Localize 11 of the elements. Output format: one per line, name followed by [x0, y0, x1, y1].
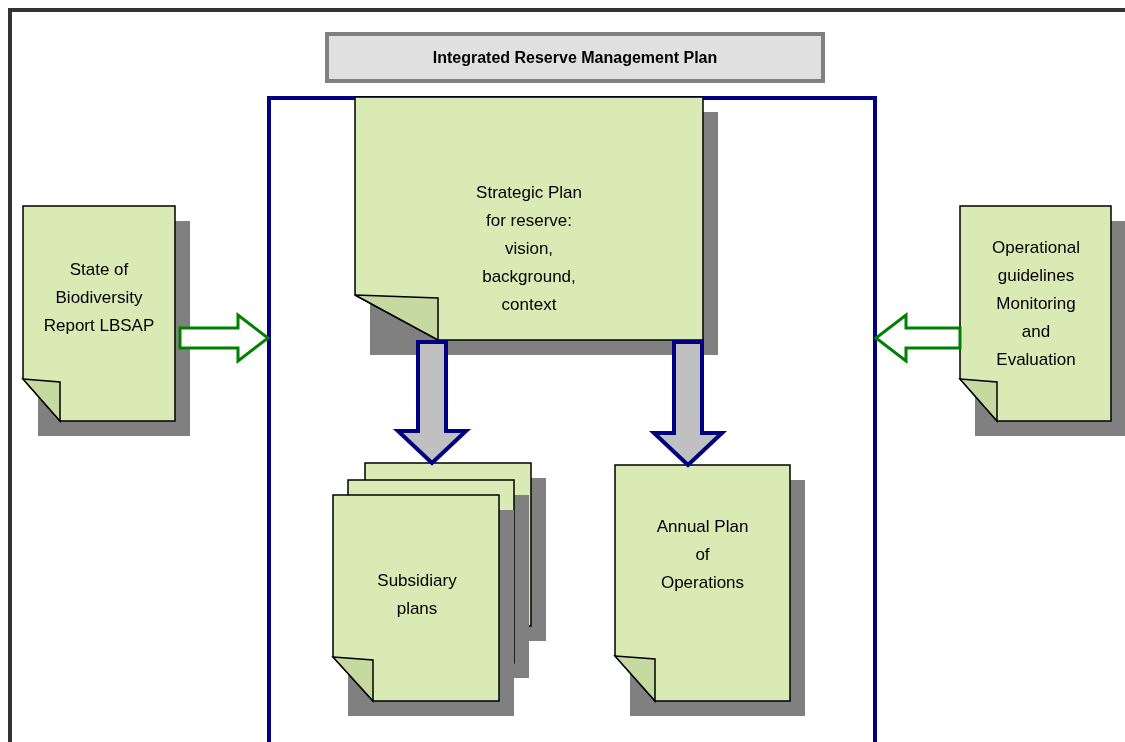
document-text: Strategic Plan for reserve: vision, background, context: [475, 182, 583, 316]
title-box: Integrated Reserve Management Plan: [325, 32, 825, 83]
document-text: Operational guidelines Monitoring and Evaluation: [991, 237, 1081, 371]
document-text: State of Biodiversity Report LBSAP: [42, 259, 156, 337]
block-arrow: [648, 340, 728, 468]
block-arrow: [178, 311, 271, 365]
frame-box: [267, 96, 877, 742]
block-arrow: [873, 311, 962, 365]
block-arrow: [392, 340, 472, 466]
document-text: Subsidiary plans: [376, 570, 458, 620]
document-text: Annual Plan of Operations: [655, 516, 750, 594]
